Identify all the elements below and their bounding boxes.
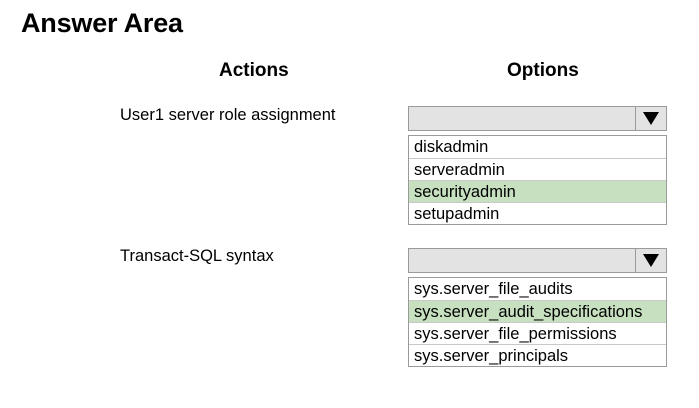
option-securityadmin-selected[interactable]: securityadmin [409, 180, 666, 202]
action-label-tsql-syntax: Transact-SQL syntax [120, 247, 274, 265]
options-column-header: Options [507, 60, 579, 81]
option-server-principals[interactable]: sys.server_principals [409, 344, 666, 366]
dropdown-option-list: sys.server_file_audits sys.server_audit_… [408, 277, 667, 367]
option-serveradmin[interactable]: serveradmin [409, 158, 666, 180]
dropdown-header[interactable] [408, 248, 667, 273]
dropdown-header[interactable] [408, 106, 667, 131]
option-server-file-permissions[interactable]: sys.server_file_permissions [409, 322, 666, 344]
option-server-file-audits[interactable]: sys.server_file_audits [414, 280, 573, 298]
option-setupadmin[interactable]: setupadmin [409, 202, 666, 224]
dropdown-tsql-syntax[interactable]: sys.server_file_audits sys.server_audit_… [408, 248, 667, 367]
dropdown-user1-role[interactable]: diskadmin serveradmin securityadmin setu… [408, 106, 667, 225]
actions-column-header: Actions [219, 60, 289, 81]
triangle-down-icon[interactable] [635, 249, 666, 272]
action-label-user1-role: User1 server role assignment [120, 106, 336, 124]
option-diskadmin[interactable]: diskadmin [414, 138, 489, 156]
dropdown-option-list: diskadmin serveradmin securityadmin setu… [408, 135, 667, 225]
option-server-audit-specifications-selected[interactable]: sys.server_audit_specifications [409, 300, 666, 322]
answer-area-title: Answer Area [21, 8, 183, 38]
triangle-down-icon[interactable] [635, 107, 666, 130]
